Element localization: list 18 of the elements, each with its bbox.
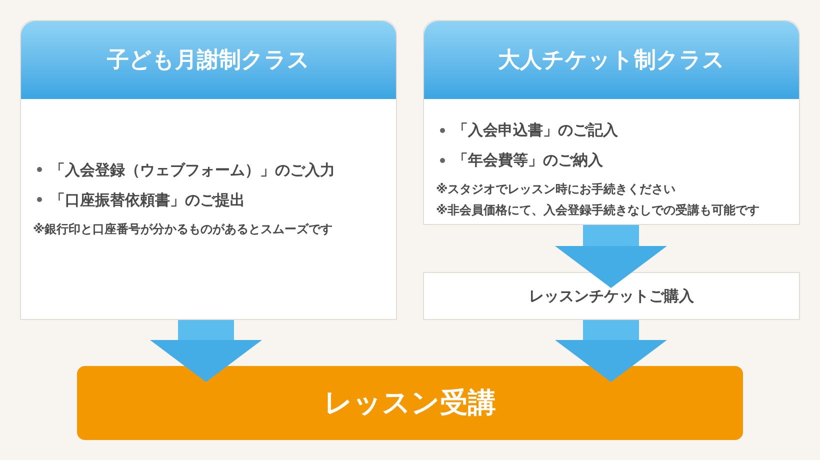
bullet-text: 「口座振替依頼書」のご提出 <box>50 190 245 210</box>
bullet-text: 「年会費等」のご納入 <box>453 150 603 171</box>
card-heading: 子ども月謝制クラス <box>21 21 396 99</box>
note-text: ※スタジオでレッスン時にお手続きください <box>436 181 677 198</box>
ticket-box <box>423 272 800 320</box>
lesson-bar <box>77 366 743 440</box>
block-arrow <box>150 320 262 382</box>
note-text: ※非会員価格にて、入会登録手続きなしでの受講も可能です <box>436 202 761 219</box>
block-arrow <box>555 225 667 288</box>
bullet-text: 「入会申込書」のご記入 <box>453 120 618 141</box>
box-label: レッスンチケットご購入 <box>529 286 694 307</box>
bar-label: レッスン受講 <box>324 385 496 421</box>
block-arrow <box>555 320 667 382</box>
note-text: ※銀行印と口座番号が分かるものがあるとスムーズです <box>33 220 334 238</box>
bullet-text: 「入会登録（ウェブフォーム）」のご入力 <box>50 160 335 180</box>
class-card <box>20 20 397 320</box>
class-card <box>423 20 800 225</box>
card-heading: 大人チケット制クラス <box>424 21 799 99</box>
